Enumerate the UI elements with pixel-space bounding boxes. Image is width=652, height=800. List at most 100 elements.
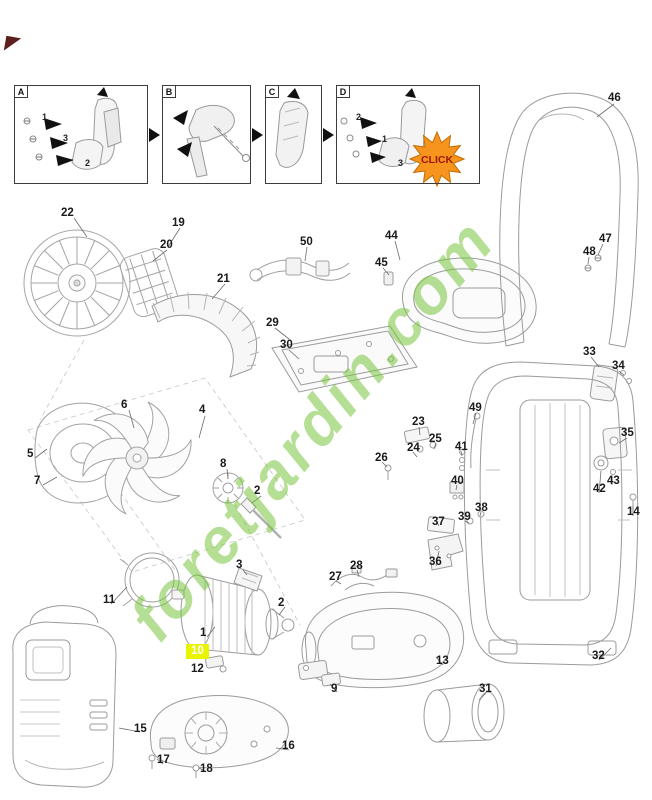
part-label-3[interactable]: 3: [236, 559, 243, 571]
corner-mark-icon: [3, 35, 22, 54]
part-label-25[interactable]: 25: [429, 433, 442, 445]
part-label-36[interactable]: 36: [429, 556, 442, 568]
frame-46: [499, 92, 639, 348]
inset-number-label: 2: [356, 112, 362, 122]
fan-6: [82, 401, 192, 515]
inset-number-label: 1: [42, 112, 48, 122]
part-label-33[interactable]: 33: [583, 346, 596, 358]
inset-a-drawing: [23, 87, 122, 170]
part-label-44[interactable]: 44: [385, 230, 398, 242]
bracket-9: [297, 660, 341, 687]
part-label-34[interactable]: 34: [612, 360, 625, 372]
panel-label-b: B: [162, 85, 176, 98]
part-label-49[interactable]: 49: [469, 402, 482, 414]
separator-arrow-icon: [252, 128, 263, 142]
part-label-22[interactable]: 22: [61, 207, 74, 219]
part-label-21[interactable]: 21: [217, 273, 230, 285]
part-label-46[interactable]: 46: [608, 92, 621, 104]
axis-lines: [27, 339, 306, 626]
part-label-38[interactable]: 38: [475, 502, 488, 514]
part-label-37[interactable]: 37: [432, 516, 445, 528]
part-label-32[interactable]: 32: [592, 650, 605, 662]
part-label-30[interactable]: 30: [280, 339, 293, 351]
part-label-24[interactable]: 24: [407, 442, 420, 454]
impeller-8: [212, 472, 244, 504]
panel-label-d: D: [336, 85, 350, 98]
bracket-33-35: [589, 364, 632, 460]
click-burst-star[interactable]: [408, 130, 466, 188]
blower-body-15: [12, 605, 117, 788]
leader-lines: [34, 103, 634, 773]
small-parts-10-12-17-18: [148, 655, 227, 778]
inset-number-label: 3: [398, 158, 404, 168]
part-label-2[interactable]: 2: [278, 597, 285, 609]
part-label-10[interactable]: 10: [186, 644, 209, 659]
part-label-7[interactable]: 7: [34, 475, 41, 487]
inset-panel-c: [265, 85, 322, 184]
inset-number-label: 2: [85, 158, 91, 168]
inset-c-drawing: [275, 88, 309, 168]
part-label-41[interactable]: 41: [455, 441, 468, 453]
cable-27-28: [330, 565, 398, 591]
part-label-27[interactable]: 27: [329, 571, 342, 583]
harness-pad-44: [383, 257, 537, 344]
panel-label-c: C: [265, 85, 279, 98]
inset-panel-d: [336, 85, 480, 184]
part-label-43[interactable]: 43: [607, 475, 620, 487]
part-label-4[interactable]: 4: [199, 404, 206, 416]
part-label-47[interactable]: 47: [599, 233, 612, 245]
impeller-22: [23, 229, 131, 337]
rod-49: [470, 412, 481, 469]
part-label-2[interactable]: 2: [254, 485, 261, 497]
part-label-19[interactable]: 19: [172, 217, 185, 229]
part-label-12[interactable]: 12: [191, 663, 204, 675]
part-label-5[interactable]: 5: [27, 448, 34, 460]
inset-panel-a: [14, 85, 148, 184]
part-label-39[interactable]: 39: [458, 511, 471, 523]
part-label-29[interactable]: 29: [266, 317, 279, 329]
cover-16: [149, 695, 289, 769]
part-label-48[interactable]: 48: [583, 246, 596, 258]
click-burst[interactable]: CLICK: [408, 130, 466, 188]
clip-45: [383, 271, 394, 286]
inset-number-label: 1: [382, 134, 388, 144]
part-label-9[interactable]: 9: [331, 683, 338, 695]
part-label-11[interactable]: 11: [103, 594, 116, 606]
part-label-35[interactable]: 35: [621, 427, 634, 439]
roller-42-screws: [593, 455, 637, 510]
duct-21: [151, 291, 261, 378]
part-label-8[interactable]: 8: [220, 458, 227, 470]
canister-31: [423, 683, 505, 743]
inset-b-drawing: [173, 104, 250, 178]
part-label-18[interactable]: 18: [200, 763, 213, 775]
part-label-1[interactable]: 1: [200, 627, 207, 639]
part-label-14[interactable]: 14: [627, 506, 640, 518]
part-label-26[interactable]: 26: [375, 452, 388, 464]
part-label-17[interactable]: 17: [157, 754, 170, 766]
separator-arrow-icon: [323, 128, 334, 142]
part-label-28[interactable]: 28: [350, 560, 363, 572]
click-label: CLICK: [421, 154, 453, 166]
part-label-31[interactable]: 31: [479, 683, 492, 695]
part-label-40[interactable]: 40: [451, 475, 464, 487]
clamp-11: [119, 552, 185, 608]
part-label-50[interactable]: 50: [300, 236, 313, 248]
strap-50: [249, 257, 351, 282]
part-label-6[interactable]: 6: [121, 399, 128, 411]
bolt-2: [240, 497, 283, 540]
part-label-23[interactable]: 23: [412, 416, 425, 428]
part-label-42[interactable]: 42: [593, 483, 606, 495]
part-label-16[interactable]: 16: [282, 740, 295, 752]
part-label-45[interactable]: 45: [375, 257, 388, 269]
panel-label-a: A: [14, 85, 28, 98]
cover-plate-29: [271, 325, 418, 393]
coupling-3: [233, 567, 263, 592]
part-label-20[interactable]: 20: [160, 239, 173, 251]
bracket-cluster-23-41: [384, 426, 485, 571]
part-label-15[interactable]: 15: [134, 723, 147, 735]
inset-panel-b: [162, 85, 251, 184]
part-label-13[interactable]: 13: [436, 655, 449, 667]
back-panel-32: [463, 361, 639, 666]
inset-number-label: 3: [63, 133, 69, 143]
